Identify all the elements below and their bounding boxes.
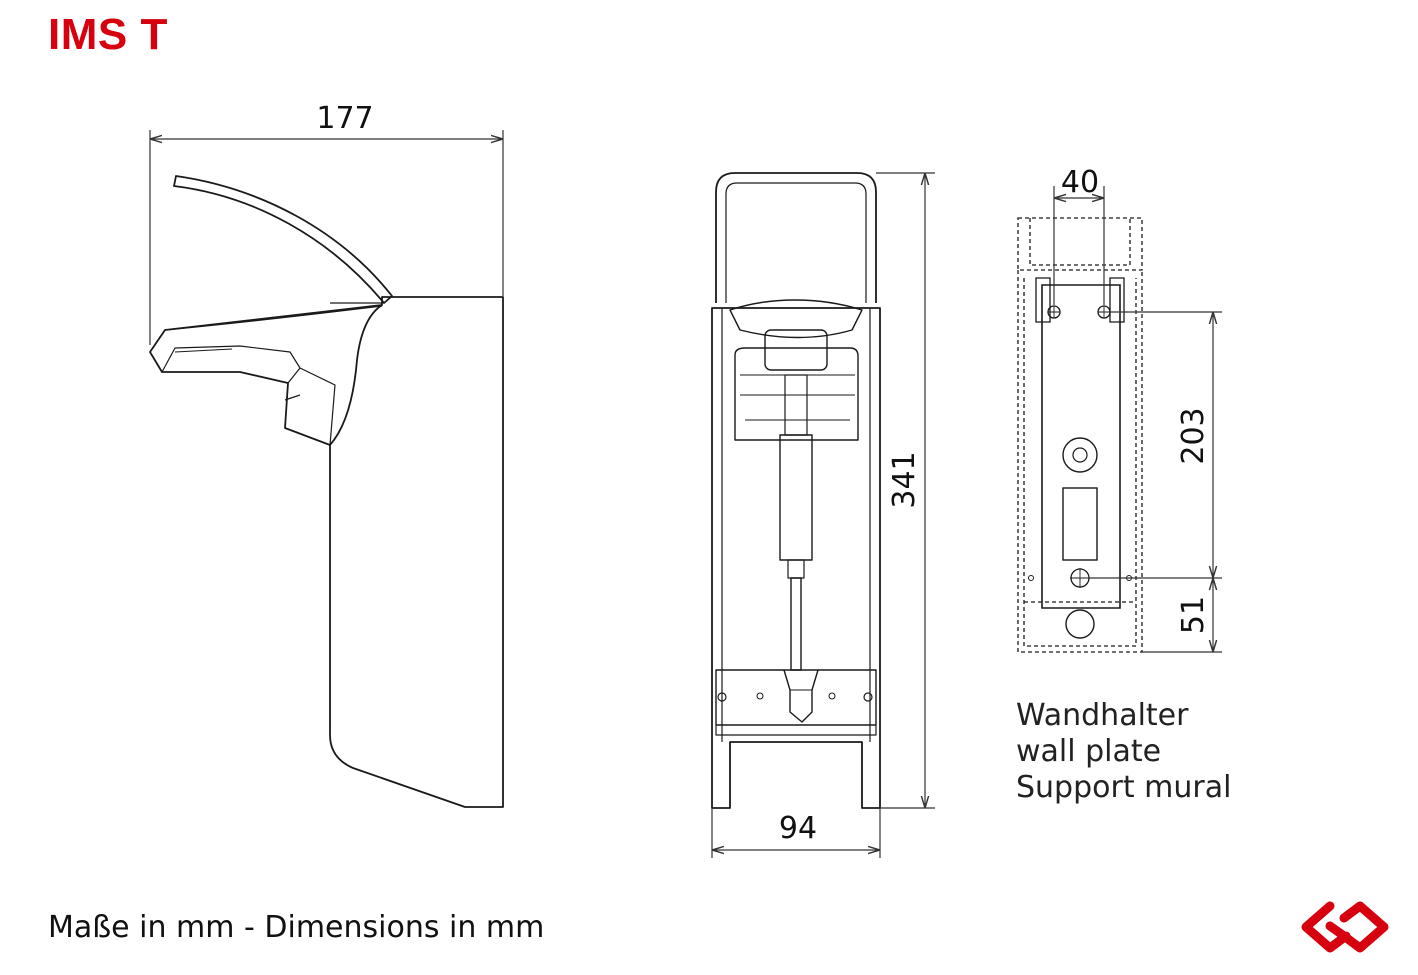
handle-frame (715, 172, 877, 303)
dispenser-spout (149, 304, 383, 446)
dim-label-plate-offset: 51 (1176, 596, 1211, 634)
infinity-logo-icon (1301, 901, 1389, 953)
caption-english: wall plate (1016, 734, 1162, 769)
caption-french: Support mural (1016, 770, 1232, 805)
dim-label-side-width: 177 (316, 101, 373, 136)
housing-frame (711, 307, 881, 809)
lever-arm (173, 175, 393, 304)
dim-label-plate-height: 203 (1176, 407, 1211, 464)
page-title: IMS T (48, 10, 168, 59)
dim-label-front-height: 341 (887, 451, 922, 508)
dispenser-body (329, 296, 504, 808)
units-note: Maße in mm - Dimensions in mm (48, 910, 545, 945)
dim-label-front-width: 94 (779, 811, 817, 846)
dimension-94 (711, 808, 881, 858)
dimension-341 (876, 172, 935, 809)
caption-german: Wandhalter (1016, 698, 1189, 733)
wall-plate-view (1017, 217, 1143, 653)
dimension-40 (1053, 186, 1105, 305)
dimension-177 (149, 130, 504, 345)
front-view (711, 172, 881, 809)
dim-label-plate-width: 40 (1061, 165, 1099, 200)
dimension-203-51 (1090, 311, 1222, 653)
mounting-plate (1041, 284, 1121, 609)
wall-plate-caption: Wandhalter wall plate Support mural (1016, 698, 1231, 806)
side-view (149, 175, 504, 808)
